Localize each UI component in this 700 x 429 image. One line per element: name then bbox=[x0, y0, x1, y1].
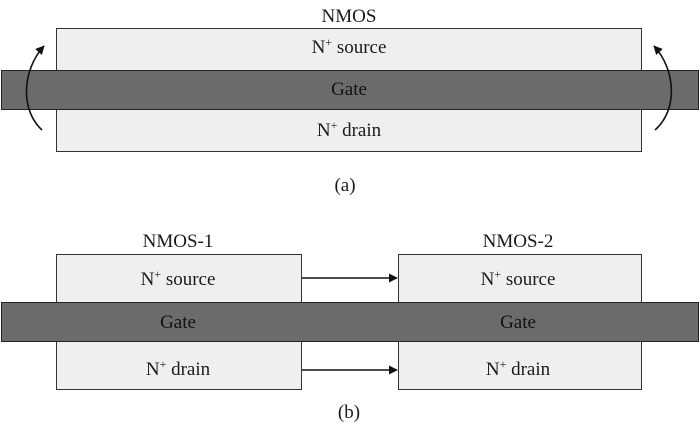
nmos-gate-label: Gate bbox=[331, 79, 367, 100]
nmos-2-source-label: N+ source bbox=[480, 267, 556, 290]
nmos-source-label: N+ source bbox=[311, 35, 387, 58]
shared-gate bbox=[1, 302, 699, 342]
nmos-2-drain-label: N+ drain bbox=[485, 357, 551, 380]
nmos-1-source-label: N+ source bbox=[140, 267, 216, 290]
nmos-gate bbox=[1, 70, 699, 110]
nmos-title: NMOS bbox=[321, 6, 377, 27]
right-curved-arrow bbox=[653, 45, 673, 131]
caption-b: (b) bbox=[337, 402, 361, 423]
nmos-1-title: NMOS-1 bbox=[142, 231, 214, 252]
nmos-2-gate-label: Gate bbox=[500, 312, 536, 333]
nmos-1-gate-label: Gate bbox=[160, 312, 196, 333]
nmos-drain-label: N+ drain bbox=[316, 118, 382, 141]
caption-a: (a) bbox=[334, 175, 356, 196]
nmos-2-title: NMOS-2 bbox=[482, 231, 554, 252]
left-curved-arrow bbox=[25, 45, 45, 131]
nmos-1-drain-label: N+ drain bbox=[145, 357, 211, 380]
